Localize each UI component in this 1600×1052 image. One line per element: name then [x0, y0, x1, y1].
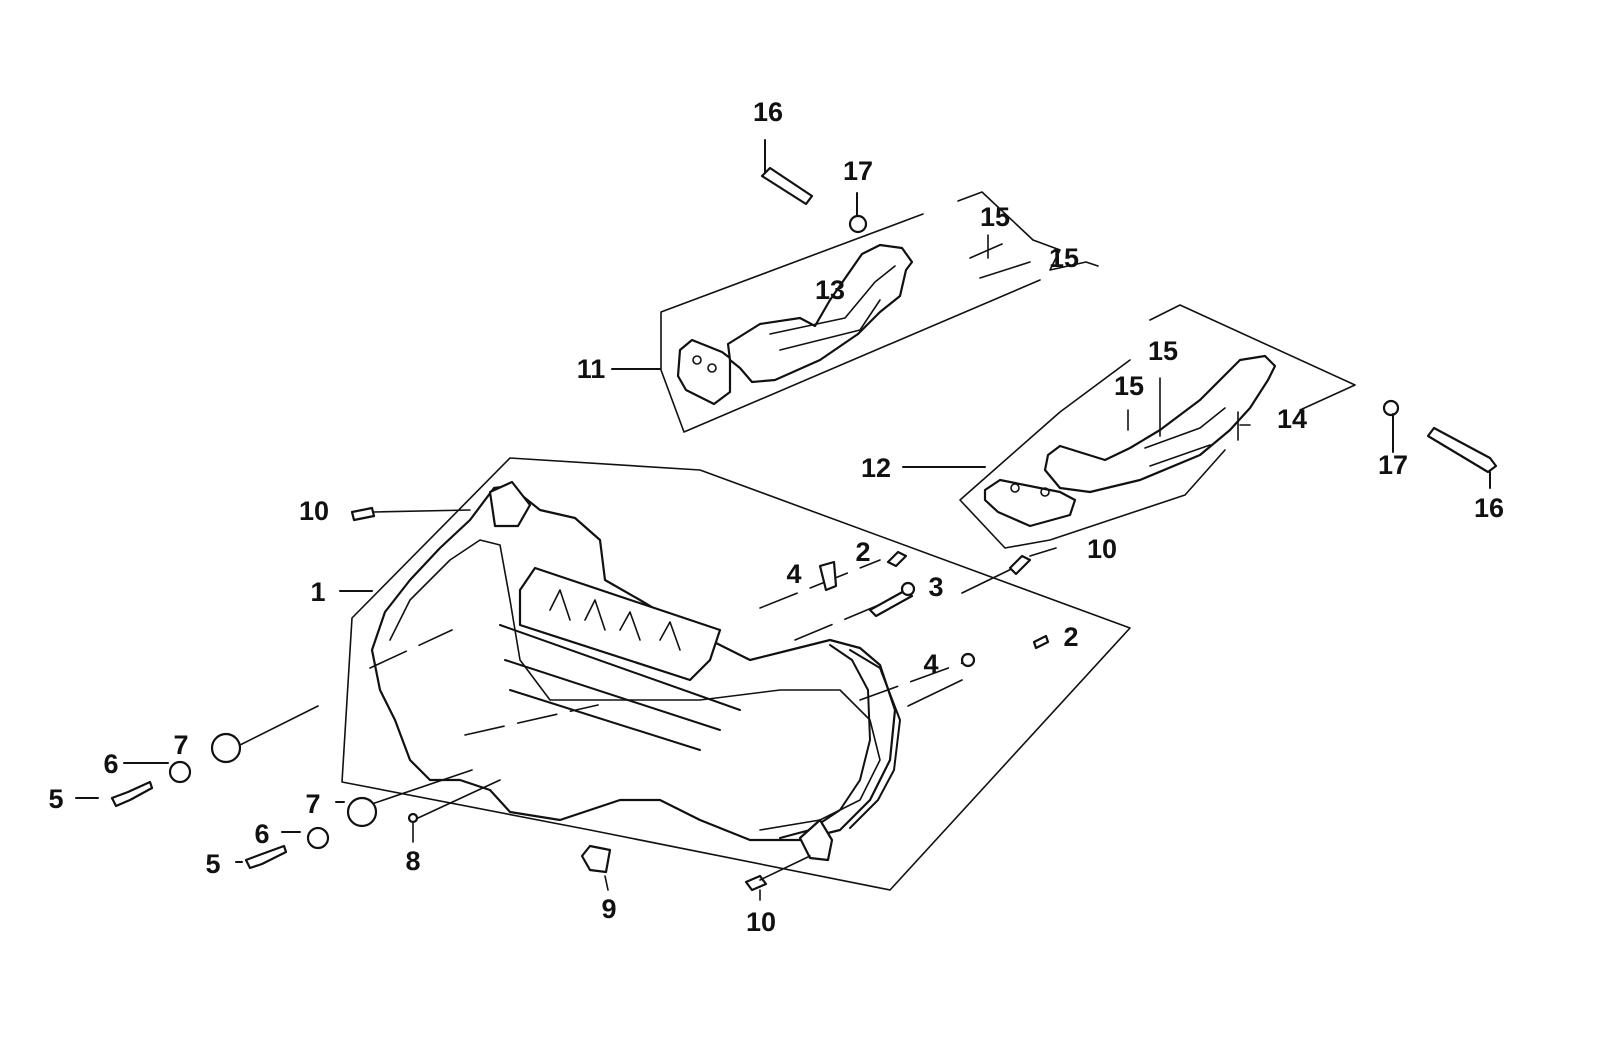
callout-7-lower: 7 [305, 789, 320, 819]
callout-15-a: 15 [980, 202, 1010, 232]
alignment-line [417, 779, 501, 819]
callout-3: 3 [928, 572, 943, 602]
headlight-group [75, 457, 1131, 901]
lens-hole [707, 363, 717, 373]
callout-11: 11 [577, 354, 606, 384]
bolt-3 [868, 588, 914, 618]
alignment-line [794, 591, 911, 641]
mount-tab [488, 480, 532, 528]
callout-9: 9 [601, 894, 616, 924]
lens-hole [692, 355, 702, 365]
reflector-strip [509, 689, 701, 751]
callout-5-lower: 5 [205, 849, 220, 879]
screw-15a [969, 243, 1003, 259]
stay-slot [769, 265, 896, 335]
callout-12: 12 [861, 453, 891, 483]
headlight-housing [370, 484, 897, 842]
callout-15-c: 15 [1148, 336, 1178, 366]
group-outline-11 [660, 213, 1041, 433]
screw-8 [407, 812, 419, 824]
callout-6-lower: 6 [254, 819, 269, 849]
callout-5-upper: 5 [48, 784, 63, 814]
callout-10-bottom: 10 [746, 907, 776, 937]
callout-4-upper: 4 [786, 559, 801, 589]
washer-6-upper [168, 760, 192, 784]
callout-6-upper: 6 [103, 749, 118, 779]
grommet-4-lower [960, 652, 976, 668]
reflector-strip [504, 659, 721, 731]
callout-13: 13 [815, 275, 845, 305]
alignment-line [229, 705, 319, 751]
alignment-line [907, 679, 963, 707]
callout-10-upper-left: 10 [299, 496, 329, 526]
alignment-line [859, 661, 966, 701]
callout-2-lower: 2 [1063, 622, 1078, 652]
group-outline-1 [341, 457, 1131, 891]
callout-16-upper: 16 [753, 97, 783, 127]
headlight-rim [849, 649, 901, 829]
leader-9 [604, 875, 609, 891]
turn-signal-lens-right [983, 478, 1077, 528]
lens-hole [1040, 487, 1050, 497]
callout-2-upper: 2 [855, 537, 870, 567]
callout-labels: 1 2 2 3 4 4 5 5 6 6 7 7 8 9 10 10 10 11 … [48, 97, 1504, 937]
screw-10-upper-left [350, 506, 376, 522]
grommet-4-upper [818, 560, 838, 592]
callout-16-right: 16 [1474, 493, 1504, 523]
stay-slot [1149, 444, 1211, 467]
lens-hole [1010, 483, 1020, 493]
turn-signal-stay-13 [726, 243, 914, 384]
alignment-line [759, 559, 881, 609]
callout-17-upper: 17 [843, 156, 873, 186]
bulb-socket-window [518, 566, 722, 682]
reflector-strip [499, 624, 741, 711]
turn-signal-lens-left [676, 338, 732, 406]
bolt-5-upper [110, 780, 154, 808]
callout-15-d: 15 [1114, 371, 1144, 401]
washer-6-lower [306, 826, 330, 850]
bolt-5-lower [244, 844, 288, 870]
bolt-3-head [900, 581, 916, 597]
bulb-socket-detail [549, 589, 681, 651]
callout-1: 1 [310, 577, 325, 607]
group-outline-12 [1149, 304, 1356, 411]
screw-2-lower [1032, 634, 1050, 650]
clip-9 [580, 844, 612, 874]
damper-7-lower [346, 796, 378, 828]
nut-17-left [848, 214, 868, 234]
callout-14: 14 [1277, 404, 1307, 434]
leader-10a [373, 509, 471, 513]
leader-10b [1029, 547, 1057, 557]
callout-15-b: 15 [1049, 243, 1079, 273]
damper-7-upper [210, 732, 242, 764]
stay-slot [1144, 407, 1226, 449]
screw-15b [979, 261, 1031, 279]
callout-8: 8 [405, 846, 420, 876]
screw-10-upper-right [1008, 554, 1032, 576]
callout-10-upper-right: 10 [1087, 534, 1117, 564]
turn-signal-right-group [902, 304, 1498, 549]
callout-7-upper: 7 [173, 730, 188, 760]
alignment-line [464, 704, 599, 736]
mount-tab [798, 818, 834, 862]
nut-17-right [1382, 399, 1400, 417]
bolt-16-right [1426, 426, 1498, 474]
turn-signal-left-group [611, 139, 1099, 433]
leader-10c [759, 855, 811, 881]
group-bracket-11 [957, 191, 1099, 271]
turn-signal-stay-14 [1043, 354, 1277, 494]
stay-slot [779, 299, 881, 351]
alignment-line [359, 769, 473, 809]
screw-2-upper [886, 550, 908, 568]
callout-17-right: 17 [1378, 450, 1408, 480]
callout-4-lower: 4 [923, 649, 938, 679]
group-outline-12b [959, 359, 1226, 549]
alignment-line [369, 629, 453, 669]
bolt-16-left [760, 166, 814, 206]
